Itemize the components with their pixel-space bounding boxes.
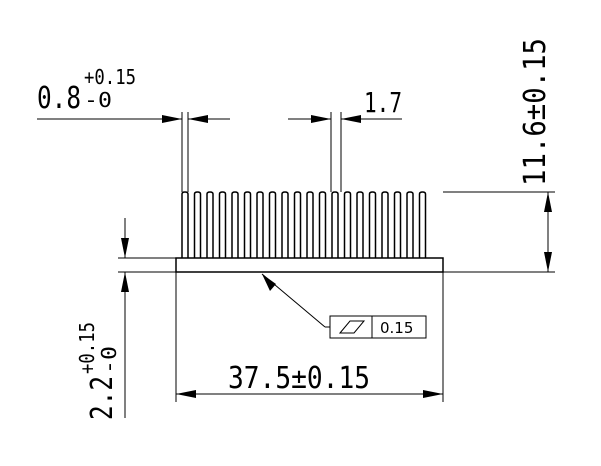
fin-thickness-nominal: 0.8 [37, 81, 81, 116]
arrow-head [341, 115, 361, 123]
base-thickness-dimension: 2.2 +0.15 -0 [75, 218, 176, 420]
heatsink-fin [256, 191, 264, 258]
heatsink-fin [406, 191, 414, 258]
heatsink-fin [356, 191, 364, 258]
heatsink-fin [218, 191, 227, 258]
fin-thickness-dimension: 0.8 +0.15 -0 [37, 65, 230, 192]
heatsink-fin [231, 191, 239, 258]
heatsink-base [175, 257, 444, 273]
fin-thickness-upper-tol: +0.15 [84, 65, 136, 89]
heatsink-fin [318, 191, 327, 258]
arrow-head [176, 390, 196, 398]
arrow-head [544, 252, 552, 272]
base-thickness-nominal: 2.2 [85, 376, 120, 420]
heatsink-fins [181, 191, 427, 258]
heatsink-fin [193, 191, 202, 258]
heatsink-fin [368, 191, 377, 258]
arrow-head [162, 115, 182, 123]
flatness-tolerance-frame: 0.15 [261, 273, 427, 339]
heatsink-fin [393, 191, 402, 258]
heatsink-fin [306, 191, 314, 258]
arrow-head [121, 272, 129, 292]
overall-width-value: 37.5±0.15 [228, 361, 370, 396]
tolerance-frame-box [329, 315, 427, 339]
fin-pitch-dimension: 1.7 [288, 86, 402, 192]
heatsink-fin [206, 191, 214, 258]
heatsink-fin [243, 191, 252, 258]
heatsink-fin [381, 191, 389, 258]
base-thickness-lower-tol: -0 [97, 346, 121, 374]
heatsink-fin [418, 191, 427, 258]
total-height-dimension: 11.6±0.15 [443, 38, 555, 273]
base-thickness-upper-tol: +0.15 [75, 322, 99, 374]
total-height-value: 11.6±0.15 [518, 38, 553, 186]
fin-thickness-lower-tol: -0 [84, 88, 112, 112]
arrow-head [262, 274, 276, 291]
flatness-icon [338, 320, 366, 334]
arrow-head [188, 115, 208, 123]
arrow-head [544, 192, 552, 212]
arrow-head [311, 115, 331, 123]
fin-pitch-value: 1.7 [364, 86, 402, 119]
heatsink-fin [293, 191, 302, 258]
tolerance-value: 0.15 [380, 319, 413, 337]
heatsink-fin [181, 191, 189, 258]
heatsink-part [175, 191, 444, 273]
heatsink-fin [331, 191, 339, 258]
arrow-head [423, 390, 443, 398]
heatsink-fin [268, 191, 277, 258]
heatsink-fin [343, 191, 352, 258]
arrow-head [121, 238, 129, 258]
heatsink-fin [281, 191, 289, 258]
overall-width-dimension: 37.5±0.15 [175, 272, 444, 402]
